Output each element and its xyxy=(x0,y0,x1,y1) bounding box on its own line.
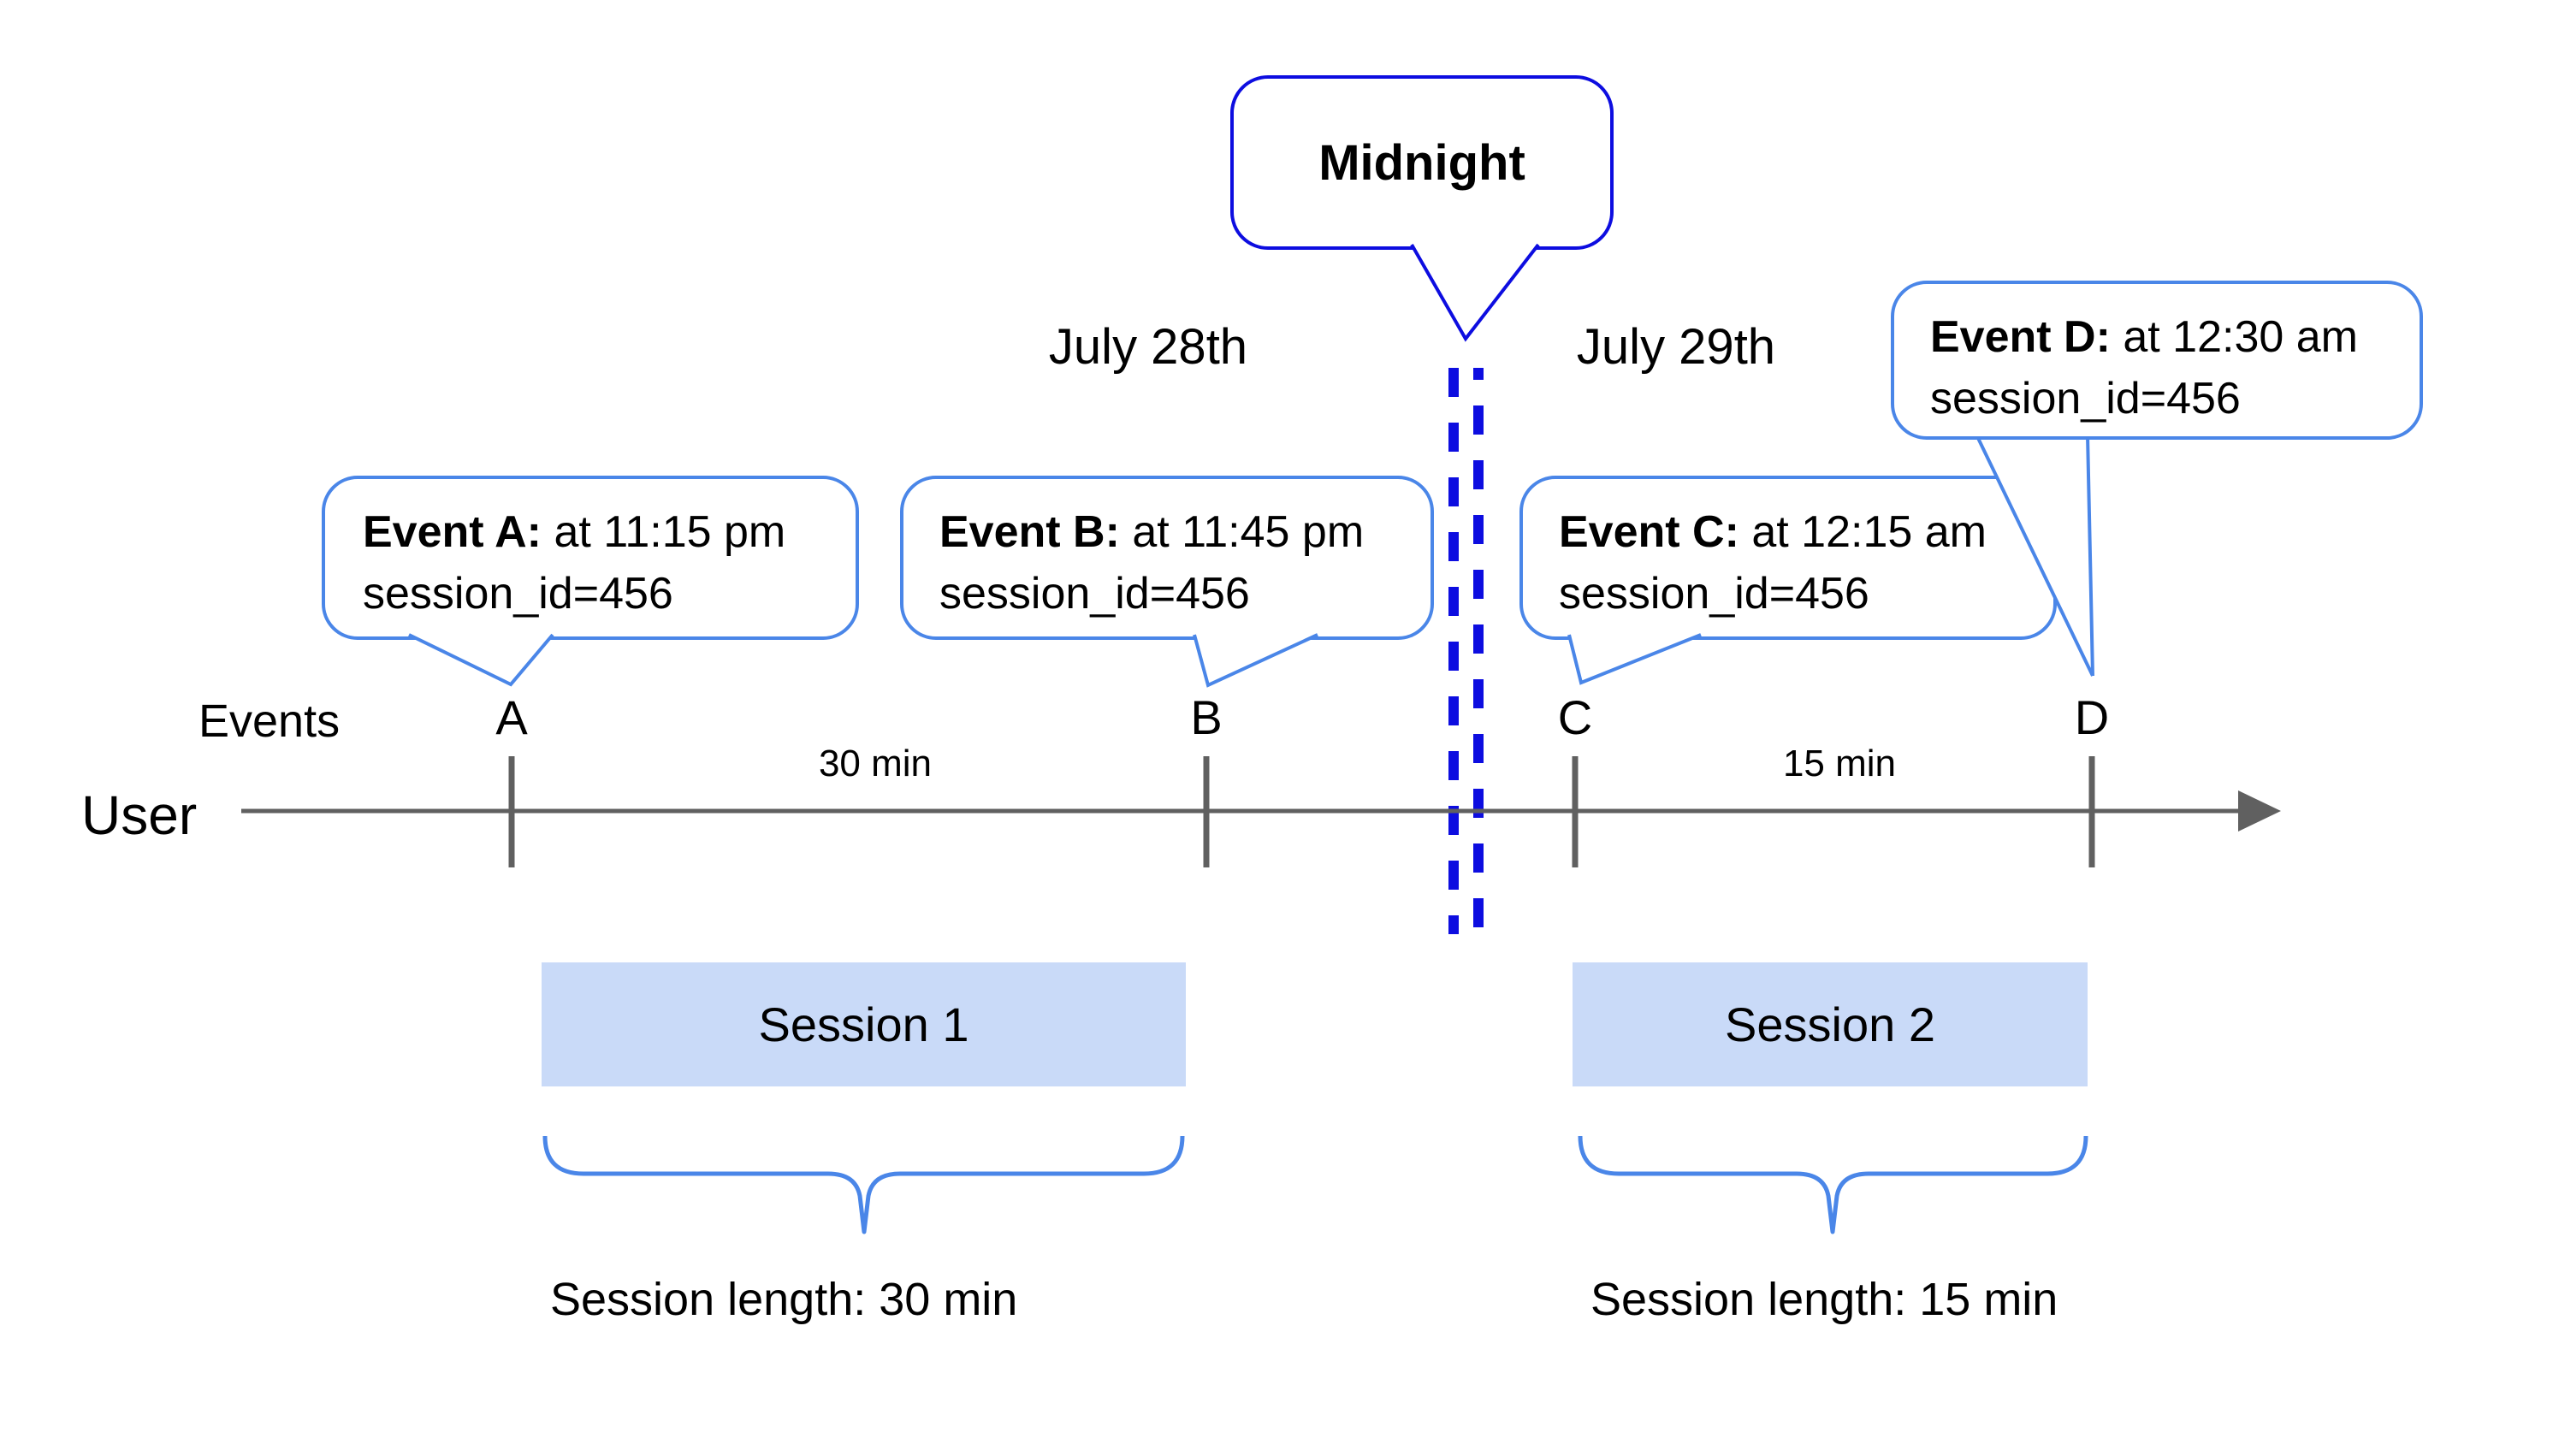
callout-text-b: Event B: at 11:45 pm session_id=456 xyxy=(939,501,1364,624)
session1-brace xyxy=(542,1135,1185,1234)
marker-d: D xyxy=(2074,690,2110,744)
callout-a-time: at 11:15 pm xyxy=(542,507,786,557)
callout-b-session: session_id=456 xyxy=(939,569,1250,619)
callout-b-line1: Event B: at 11:45 pm xyxy=(939,501,1364,563)
callout-a-title: Event A: xyxy=(363,507,542,557)
callout-a-session: session_id=456 xyxy=(363,569,673,619)
callout-bubble-b xyxy=(900,476,1434,640)
callout-bubble-d xyxy=(1891,281,2423,440)
midnight-bubble-tail xyxy=(1410,243,1540,342)
midnight-bubble-tail-fill xyxy=(1412,243,1538,339)
callout-tail-c xyxy=(1567,633,1702,685)
callout-b-time: at 11:45 pm xyxy=(1119,507,1365,557)
session2-length-label: Session length: 15 min xyxy=(1590,1274,2058,1325)
callout-a-line1: Event A: at 11:15 pm xyxy=(363,501,785,563)
events-axis-label: Events xyxy=(198,695,341,747)
callout-text-d: Event D: at 12:30 am session_id=456 xyxy=(1930,306,2358,429)
session1-length-label: Session length: 30 min xyxy=(550,1274,1018,1325)
date-july-29: July 29th xyxy=(1576,319,1776,375)
gap-label-15min: 15 min xyxy=(1782,743,1897,784)
callout-d-title: Event D: xyxy=(1930,312,2111,362)
callout-tail-b xyxy=(1193,633,1318,688)
callout-d-line1: Event D: at 12:30 am xyxy=(1930,306,2358,368)
callout-text-c: Event C: at 12:15 am session_id=456 xyxy=(1559,501,1987,624)
session1-box: Session 1 xyxy=(542,962,1186,1086)
marker-a: A xyxy=(495,690,528,744)
callout-tail-fill-b xyxy=(1194,633,1318,685)
callout-c-line1: Event C: at 12:15 am xyxy=(1559,501,1987,563)
date-july-28: July 28th xyxy=(1048,319,1248,375)
callout-tail-d xyxy=(1975,434,2094,677)
session2-brace xyxy=(1578,1135,2088,1234)
callout-tail-fill-c xyxy=(1569,633,1701,683)
session2-box: Session 2 xyxy=(1573,962,2088,1086)
timeline-arrowhead-icon xyxy=(2238,790,2281,832)
callout-d-session: session_id=456 xyxy=(1930,374,2241,423)
marker-c: C xyxy=(1557,690,1593,744)
callout-c-title: Event C: xyxy=(1559,507,1739,557)
callout-c-session: session_id=456 xyxy=(1559,569,1869,619)
callout-tail-fill-a xyxy=(409,633,553,684)
midnight-label: Midnight xyxy=(1318,134,1525,191)
callout-c-time: at 12:15 am xyxy=(1739,507,1987,557)
callout-bubble-a xyxy=(322,476,859,640)
user-axis-label: User xyxy=(81,784,198,846)
callout-b-title: Event B: xyxy=(939,507,1120,557)
callout-d-time: at 12:30 am xyxy=(2110,312,2358,362)
callout-tail-a xyxy=(408,633,554,687)
marker-b: B xyxy=(1190,690,1223,744)
gap-label-30min: 30 min xyxy=(818,743,933,784)
callout-text-a: Event A: at 11:15 pm session_id=456 xyxy=(363,501,785,624)
